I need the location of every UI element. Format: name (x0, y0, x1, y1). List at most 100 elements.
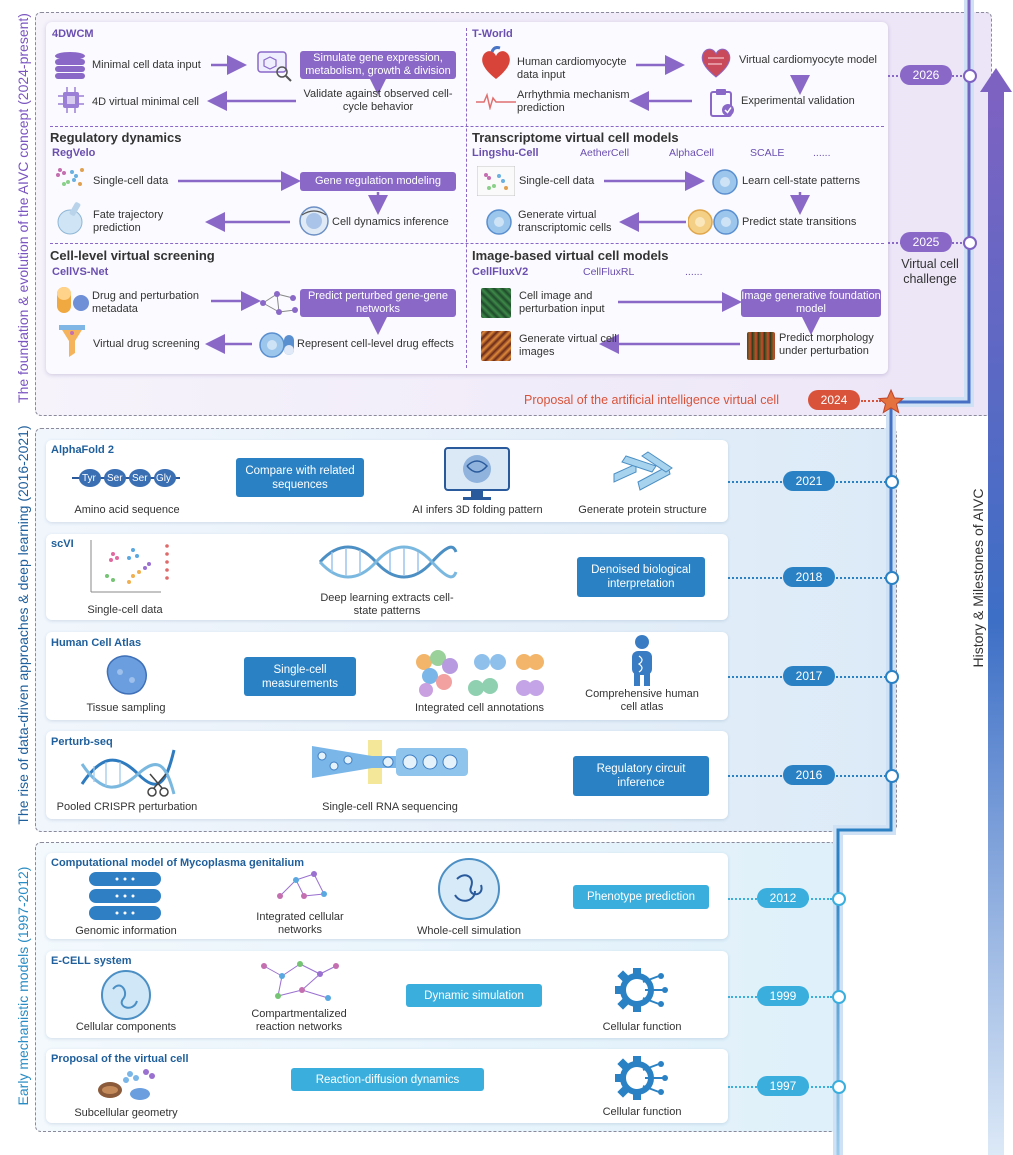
scvi-name: scVI (51, 538, 74, 550)
alphafold-infer: AI infers 3D folding pattern (412, 504, 543, 516)
hca-name: Human Cell Atlas (51, 637, 142, 649)
scatter-umap-icon (476, 165, 516, 201)
residue-0: Tyr (82, 473, 96, 484)
hca-output: Comprehensive human cell atlas (585, 688, 699, 713)
transcriptome-title: Transcriptome virtual cell models (472, 130, 679, 145)
cell-icon (711, 168, 739, 201)
perturb-input: Pooled CRISPR perturbation (56, 801, 198, 813)
milestone-dot-2017 (885, 670, 899, 684)
mycoplasma-networks: Integrated cellular networks (256, 911, 344, 936)
cell-dynamics-icon (298, 205, 330, 242)
milestone-dot-2016 (885, 769, 899, 783)
panel-divider-h1 (50, 126, 884, 127)
screening-output: Virtual drug screening (93, 338, 200, 350)
virtualcell-input: Subcellular geometry (74, 1107, 178, 1119)
year-2018: 2018 (783, 567, 835, 587)
crispr-icon (80, 744, 176, 805)
dwcm-output: 4D virtual minimal cell (92, 96, 199, 108)
screening-input: Drug and perturbation metadata (92, 290, 200, 315)
image-based-title: Image-based virtual cell models (472, 248, 669, 263)
tworld-model: Virtual cardiomyocyte model (739, 54, 877, 66)
perturb-name: Perturb-seq (51, 736, 113, 748)
transcriptome-name-3: SCALE (750, 147, 785, 159)
whole-cell-icon (437, 857, 501, 926)
transcriptome-learn: Learn cell-state patterns (742, 175, 861, 187)
morphology-image-icon (747, 332, 775, 360)
proposal-label: Proposal of the artificial intelligence … (524, 393, 779, 407)
tworld-validate: Experimental validation (741, 95, 855, 107)
ecell-process: Dynamic simulation (406, 984, 542, 1007)
scatter-umap-icon (52, 162, 88, 197)
regulatory-output: Fate trajectory prediction (93, 209, 164, 234)
screening-title: Cell-level virtual screening (50, 248, 215, 263)
image-based-name-1: CellFluxRL (583, 266, 635, 278)
panel-tworld-name: T-World (472, 28, 513, 40)
pill-icon (54, 283, 90, 320)
year-1997: 1997 (757, 1076, 809, 1096)
transcriptome-output: Generate virtual transcriptomic cells (518, 209, 612, 234)
clipboard-check-icon (707, 88, 737, 123)
screening-process: Predict perturbed gene-gene networks (300, 289, 456, 317)
protein-structure-icon (608, 444, 682, 507)
milestone-dot-2012 (832, 892, 846, 906)
panel-divider-h2 (50, 243, 884, 244)
virtual-image-icon (481, 331, 511, 361)
ecell-input: Cellular components (75, 1021, 177, 1033)
milestone-line-2024 (861, 400, 881, 402)
milestone-dot-2021 (885, 475, 899, 489)
virtualcell-output: Cellular function (602, 1106, 682, 1118)
cell-drug-icon (258, 331, 296, 364)
perturb-process: Single-cell RNA sequencing (322, 801, 458, 813)
alphafold-name: AlphaFold 2 (51, 444, 114, 456)
mycoplasma-output: Phenotype prediction (573, 885, 709, 909)
year-2017: 2017 (783, 666, 835, 686)
perturb-output: Regulatory circuit inference (573, 756, 709, 796)
network-icon (257, 288, 301, 323)
milestone-dot-1999 (832, 990, 846, 1004)
monitor-protein-icon (443, 446, 511, 507)
milestone-dot-2025 (963, 236, 977, 250)
milestone-dot-2026 (963, 69, 977, 83)
panel-divider-v (466, 28, 467, 368)
umap-plot-icon (83, 536, 179, 605)
virtual-heart-icon (698, 44, 734, 85)
virtualcell-name: Proposal of the virtual cell (51, 1053, 189, 1065)
ecell-output: Cellular function (602, 1021, 682, 1033)
alphafold-process: Compare with related sequences (236, 458, 364, 497)
milestone-dot-2018 (885, 571, 899, 585)
dwcm-process: Simulate gene expression, metabolism, gr… (300, 51, 456, 79)
cell-component-icon (99, 969, 153, 1026)
regulatory-process: Gene regulation modeling (300, 172, 456, 191)
scvi-output: Denoised biological interpretation (577, 557, 705, 597)
residue-2: Ser (132, 473, 148, 484)
image-output: Generate virtual cell images (519, 333, 617, 358)
regvelo-name: RegVelo (52, 147, 96, 159)
regulatory-title: Regulatory dynamics (50, 130, 182, 145)
image-predict: Predict morphology under perturbation (779, 332, 874, 357)
tissue-icon (100, 650, 152, 703)
mycoplasma-sim: Whole-cell simulation (417, 925, 521, 937)
gear-circuit-icon (613, 964, 669, 1021)
challenge-label: Virtual cell challenge (901, 257, 959, 286)
chip-icon (57, 86, 85, 119)
hca-annotations: Integrated cell annotations (414, 702, 545, 714)
cell-cluster-icon (412, 648, 544, 705)
panel-4dwcm-name: 4DWCM (52, 28, 94, 40)
microscopy-image-icon (481, 288, 511, 318)
year-2024: 2024 (808, 390, 860, 410)
funnel-icon (57, 323, 87, 364)
regulatory-input: Single-cell data (93, 175, 169, 187)
transcriptome-name-4: ...... (813, 147, 831, 159)
alphafold-input: Amino acid sequence (74, 504, 180, 516)
image-based-name-0: CellFluxV2 (472, 266, 529, 278)
row-ecell (46, 951, 728, 1038)
ecell-networks: Compartmentalized reaction networks (251, 1008, 347, 1033)
gear-circuit-icon (613, 1052, 669, 1109)
transcriptome-input: Single-cell data (519, 175, 595, 187)
scvi-input: Single-cell data (87, 604, 163, 616)
transcriptome-name-2: AlphaCell (669, 147, 714, 159)
cell-pair-icon (687, 208, 740, 241)
cube-search-icon (256, 50, 294, 87)
transcriptome-name-0: Lingshu-Cell (472, 147, 539, 159)
